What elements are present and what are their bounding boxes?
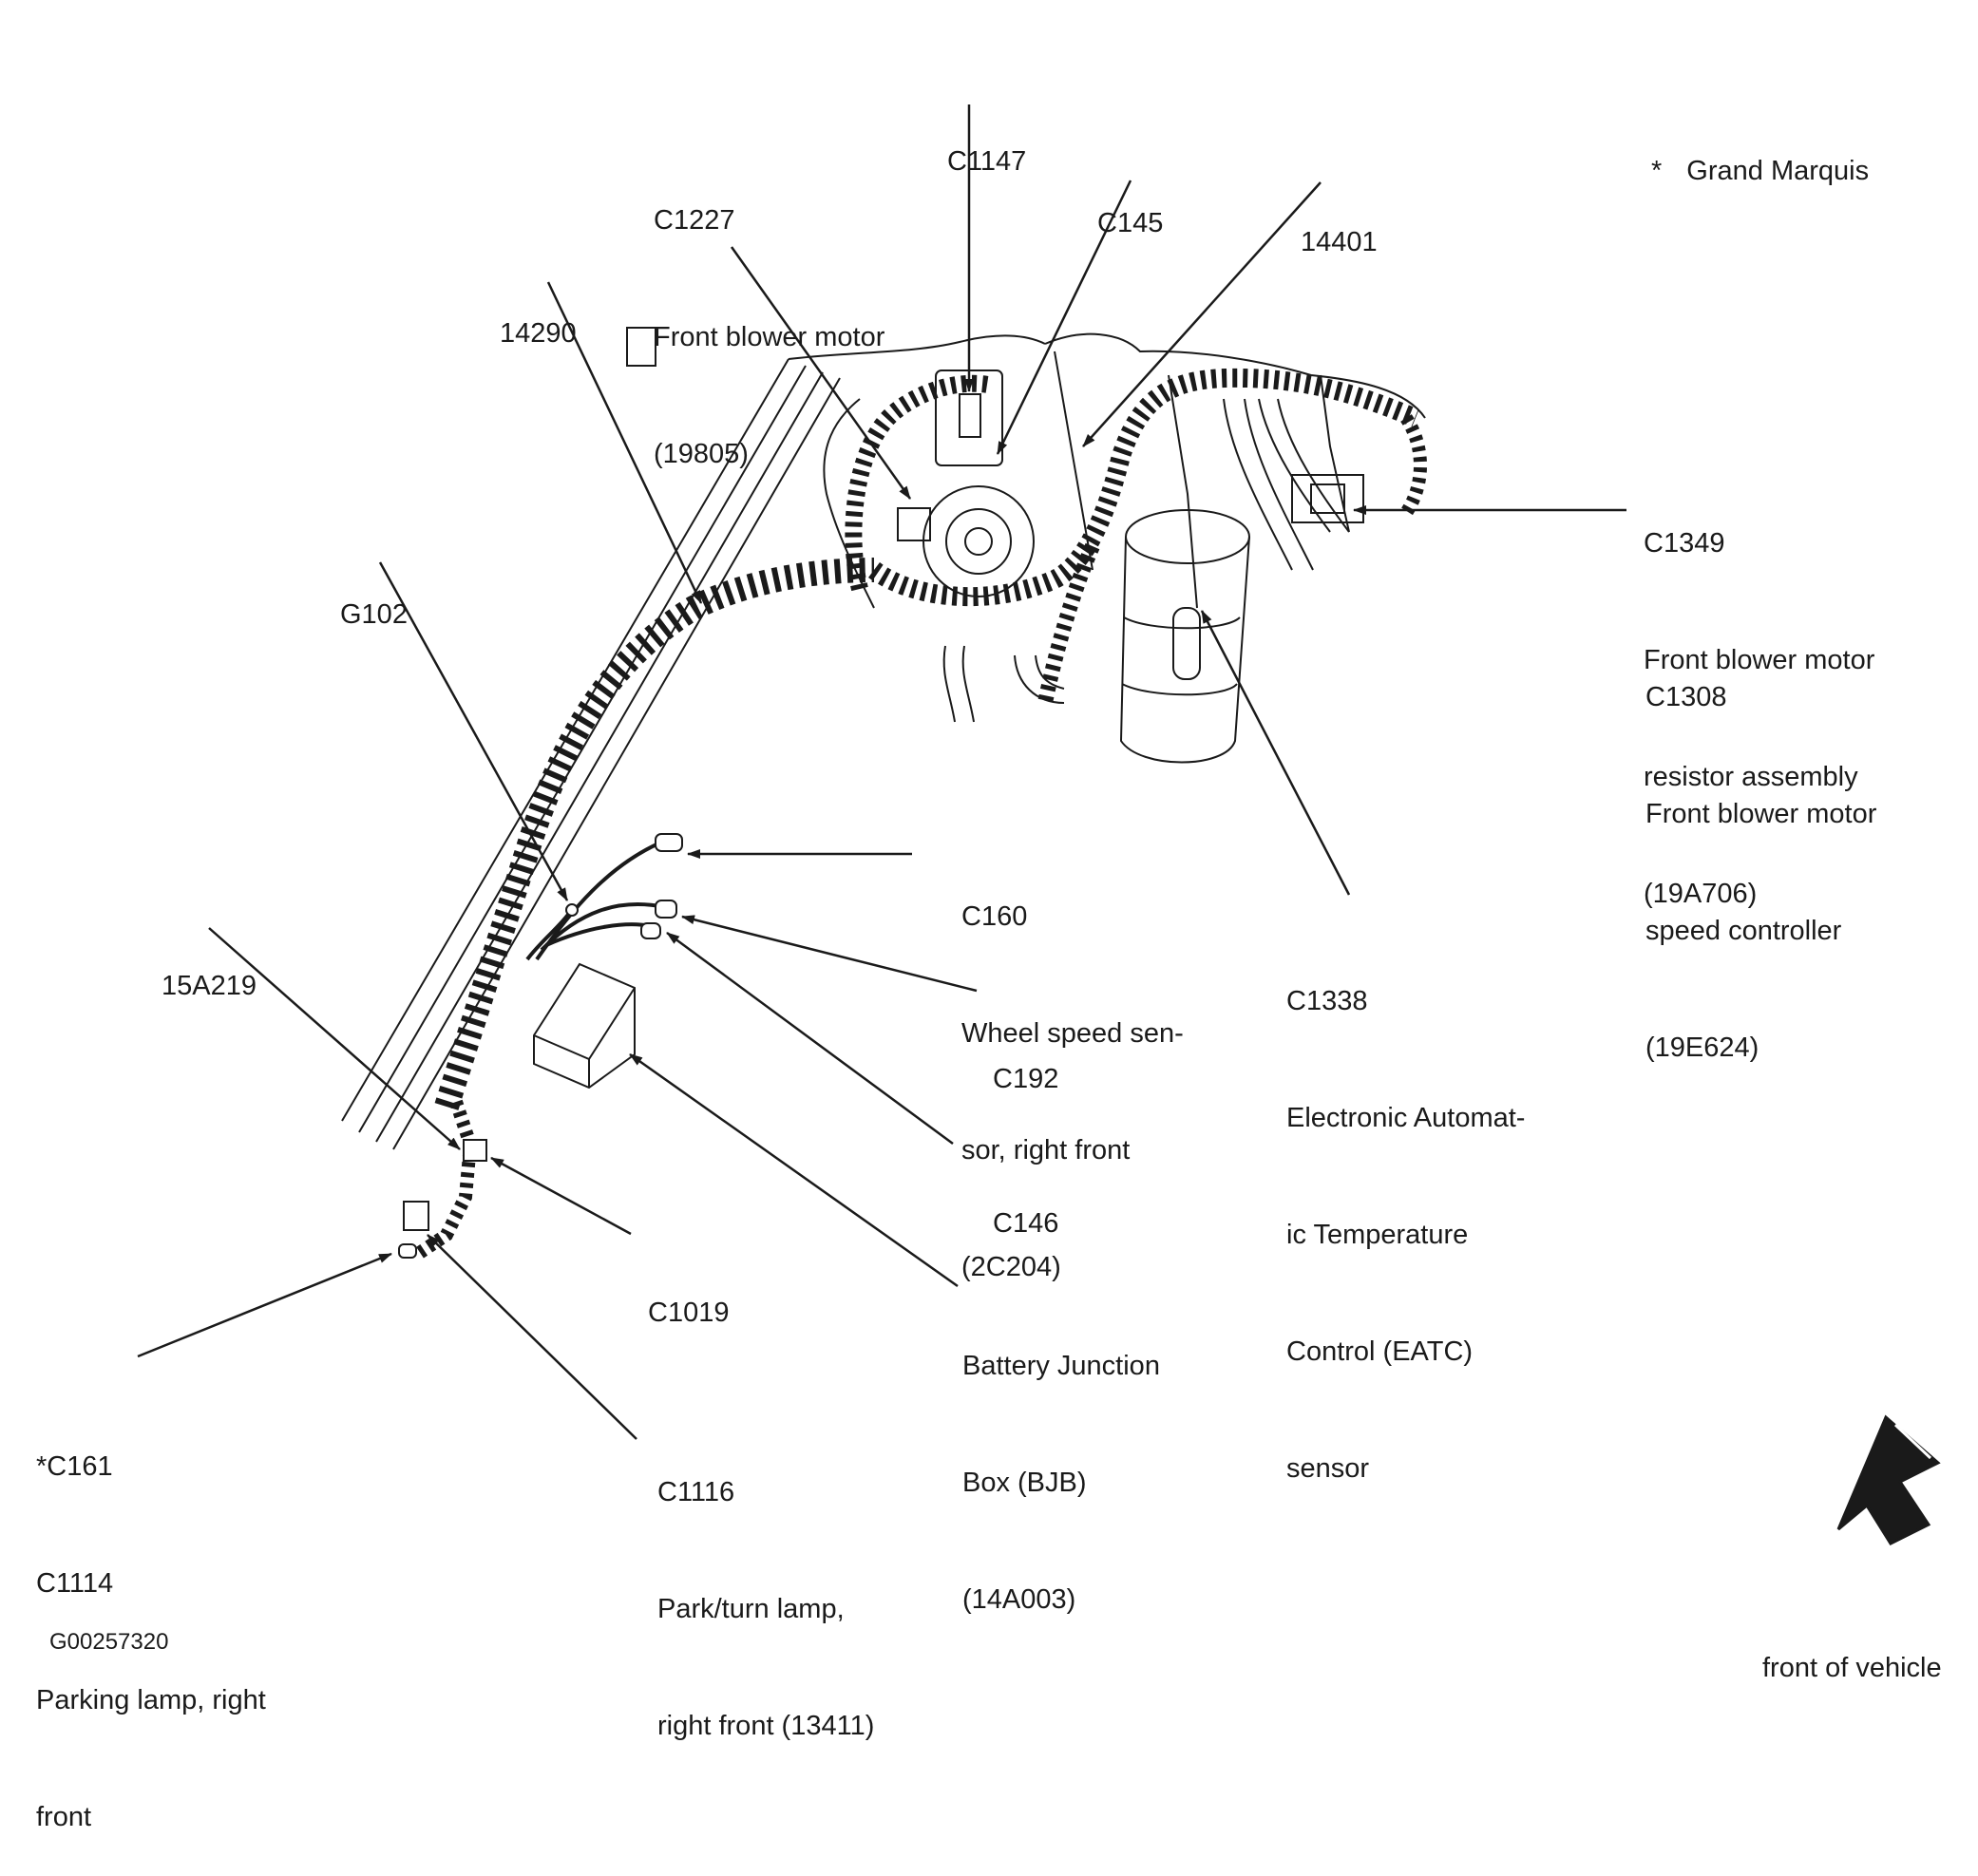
label-14401: 14401: [1301, 145, 1378, 301]
label-g102-line: G102: [340, 599, 408, 630]
label-c161-line: C1114: [36, 1568, 114, 1599]
label-c160: C160 Wheel speed sen- sor, right front (…: [961, 820, 1184, 1326]
label-c1308-line: C1308: [1645, 682, 1727, 712]
label-c1227-line: (19805): [654, 439, 749, 469]
label-c192: C192: [993, 982, 1058, 1138]
label-bjb-line: Battery Junction: [962, 1351, 1160, 1381]
label-c1338-line: Electronic Automat-: [1286, 1103, 1526, 1133]
label-c1338-line: ic Temperature: [1286, 1220, 1469, 1250]
label-14290-line: 14290: [500, 318, 577, 349]
label-g102: G102: [340, 518, 408, 673]
front-of-vehicle-arrow-icon: [1836, 1414, 1941, 1545]
label-c1338: C1338 Electronic Automat- ic Temperature…: [1286, 904, 1525, 1527]
label-c1227-line: C1227: [654, 205, 735, 236]
label-c1338-line: sensor: [1286, 1453, 1370, 1484]
label-c1019: C1019: [648, 1216, 729, 1372]
label-c1116-line: Park/turn lamp,: [657, 1594, 845, 1624]
leader-lines: [137, 104, 1626, 1440]
label-15a219-line: 15A219: [162, 971, 257, 1001]
figure-id: G00257320: [49, 1571, 168, 1685]
label-bjb-line: (14A003): [962, 1584, 1076, 1615]
label-c1116-line: C1116: [657, 1477, 735, 1507]
label-c1349-line: C1349: [1644, 528, 1725, 559]
label-c1227-line: Front blower motor: [654, 322, 885, 352]
resistor-assembly: [1291, 474, 1364, 523]
note-marker: *: [1651, 156, 1663, 186]
note-grand-marquis: * Grand Marquis: [1651, 74, 1869, 230]
label-c146: C146: [993, 1127, 1058, 1282]
label-c1116-line: right front (13411): [657, 1711, 875, 1741]
main-wiring-harness: [414, 368, 1427, 1260]
label-14290: 14290: [500, 237, 577, 392]
label-c160-line: sor, right front: [961, 1135, 1131, 1165]
label-c145: C145: [1097, 126, 1163, 282]
label-c161-line: front: [36, 1802, 92, 1832]
label-c1308: C1308 Front blower motor speed controlle…: [1645, 600, 1876, 1107]
component-location-drawing: [137, 104, 1941, 1545]
label-c160-line: Wheel speed sen-: [961, 1018, 1184, 1049]
label-c161-line: Parking lamp, right: [36, 1685, 266, 1715]
label-c1308-line: (19E624): [1645, 1033, 1759, 1063]
label-c1116: C1116 Park/turn lamp, right front (13411…: [657, 1395, 874, 1785]
label-c1308-line: Front blower motor: [1645, 799, 1877, 829]
label-c145-line: C145: [1097, 208, 1164, 238]
label-c1338-line: C1338: [1286, 986, 1368, 1016]
label-c160-line: C160: [961, 901, 1028, 932]
label-c1227: C1227 Front blower motor (19805): [654, 123, 884, 513]
hoses: [942, 398, 1350, 723]
battery-junction-box: [533, 962, 636, 1090]
harness-branches: [525, 839, 666, 961]
label-bjb: Battery Junction Box (BJB) (14A003): [962, 1269, 1160, 1658]
label-c1147: C1147: [947, 65, 1026, 220]
wiring-diagram: * Grand Marquis C1147 C1227 Front blower …: [36, 65, 1942, 1832]
label-c160-line: (2C204): [961, 1252, 1061, 1282]
orientation-label-text: front of vehicle: [1762, 1653, 1942, 1683]
label-c161-line: *C161: [36, 1451, 113, 1482]
label-14401-line: 14401: [1301, 227, 1378, 257]
eatc-sensor-canister: [1119, 509, 1250, 764]
label-c1308-line: speed controller: [1645, 916, 1842, 946]
label-c192-line: C192: [993, 1064, 1059, 1094]
label-c1349: C1349 Front blower motor resistor assemb…: [1644, 446, 1874, 953]
label-c1019-line: C1019: [648, 1298, 730, 1328]
label-c1349-line: resistor assembly: [1644, 762, 1858, 792]
note-text: Grand Marquis: [1686, 156, 1870, 186]
connectors: [398, 327, 683, 1259]
label-c1338-line: Control (EATC): [1286, 1336, 1474, 1367]
label-c146-line: C146: [993, 1208, 1059, 1239]
orientation-label: front of vehicle: [1762, 1571, 1942, 1727]
label-c1349-line: Front blower motor: [1644, 645, 1875, 675]
label-bjb-line: Box (BJB): [962, 1468, 1087, 1498]
label-c1147-line: C1147: [947, 146, 1027, 177]
label-15a219: 15A219: [162, 889, 257, 1045]
figure-id-text: G00257320: [49, 1629, 169, 1655]
label-c1349-line: (19A706): [1644, 879, 1758, 909]
